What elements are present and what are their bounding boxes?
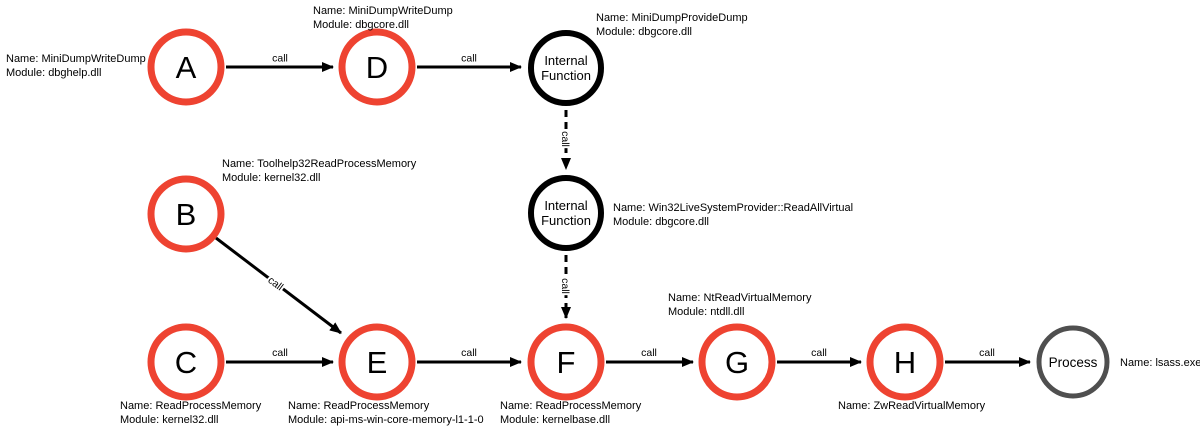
node-a-circle — [147, 28, 225, 106]
node-b: B — [147, 175, 225, 253]
node-d-annotation-name: Name: MiniDumpWriteDump — [313, 5, 453, 17]
node-a-annotation-name: Name: MiniDumpWriteDump — [6, 53, 146, 65]
node-f-label: F — [557, 345, 576, 380]
node-d-annotation-module: Module: dbgcore.dll — [313, 19, 409, 31]
node-c-label: C — [175, 345, 197, 380]
node-d-circle — [338, 28, 416, 106]
node-a-annotation-module: Module: dbghelp.dll — [6, 67, 101, 79]
node-h: H — [866, 323, 944, 401]
node-g-annotation-module: Module: ntdll.dll — [668, 306, 744, 318]
edge-g-h: call — [777, 345, 862, 367]
node-d-label: D — [366, 50, 388, 85]
node-d: D — [338, 28, 416, 106]
node-internal-function-1-annotation-name: Name: MiniDumpProvideDump — [596, 12, 748, 24]
node-e-annotation-module: Module: api-ms-win-core-memory-l1-1-0 — [288, 414, 484, 426]
edge-h-process: call — [945, 345, 1031, 367]
node-internal-function-2-annotation-name: Name: Win32LiveSystemProvider::ReadAllVi… — [613, 202, 853, 214]
node-f: F — [527, 323, 605, 401]
edges: call call call call call call call — [215, 51, 1031, 367]
edge-e-f-call-label: call — [461, 347, 477, 359]
node-process-label: Process — [1049, 355, 1098, 370]
node-c-annotation-name: Name: ReadProcessMemory — [120, 400, 262, 412]
node-h-label: H — [894, 345, 916, 380]
node-process-annotation-name: Name: lsass.exe — [1120, 357, 1200, 369]
edge-h-process-call-label: call — [979, 347, 995, 359]
node-b-label: B — [176, 197, 197, 232]
edge-if1-if2: call — [557, 110, 573, 170]
edge-d-if1-call-label: call — [461, 53, 477, 65]
node-a-label: A — [176, 50, 197, 85]
edge-d-if1: call — [417, 51, 522, 72]
node-b-annotation-module: Module: kernel32.dll — [222, 172, 320, 184]
edge-e-f: call — [417, 345, 522, 367]
node-f-annotation-name: Name: ReadProcessMemory — [500, 400, 642, 412]
edge-if1-if2-call-label: call — [559, 131, 571, 147]
node-g-annotation-name: Name: NtReadVirtualMemory — [668, 292, 812, 304]
edge-f-g: call — [606, 345, 694, 367]
edge-b-e: call — [215, 236, 342, 335]
edge-g-h-call-label: call — [811, 347, 827, 359]
edge-c-e: call — [226, 345, 334, 367]
node-h-circle — [866, 323, 944, 401]
node-internal-function-1: Internal Function — [528, 30, 604, 106]
node-e-label: E — [367, 345, 388, 380]
node-g-circle — [698, 323, 776, 401]
edge-f-g-call-label: call — [641, 347, 657, 359]
node-f-annotation-module: Module: kernelbase.dll — [500, 414, 610, 426]
annotations: Name: MiniDumpWriteDump Module: dbghelp.… — [6, 5, 1200, 426]
node-c-circle — [147, 323, 225, 401]
node-g: G — [698, 323, 776, 401]
node-f-circle — [527, 323, 605, 401]
node-internal-function-2-circle — [528, 175, 604, 251]
node-c-annotation-module: Module: kernel32.dll — [120, 414, 218, 426]
node-internal-function-1-label-line1: Internal — [544, 53, 587, 68]
edge-if2-f-call-label: call — [559, 278, 571, 294]
node-process: Process — [1036, 325, 1110, 399]
edge-if2-f: call — [557, 255, 573, 319]
node-b-circle — [147, 175, 225, 253]
node-e: E — [338, 323, 416, 401]
node-c: C — [147, 323, 225, 401]
node-internal-function-2-label-line1: Internal — [544, 198, 587, 213]
node-g-label: G — [725, 345, 749, 380]
node-internal-function-2-label-line2: Function — [541, 213, 591, 228]
node-h-annotation-name: Name: ZwReadVirtualMemory — [838, 400, 986, 412]
node-b-annotation-name: Name: Toolhelp32ReadProcessMemory — [222, 158, 417, 170]
node-internal-function-1-annotation-module: Module: dbgcore.dll — [596, 26, 692, 38]
node-e-annotation-name: Name: ReadProcessMemory — [288, 400, 430, 412]
node-e-circle — [338, 323, 416, 401]
edge-c-e-call-label: call — [272, 347, 288, 359]
node-process-circle — [1036, 325, 1110, 399]
edge-a-d: call — [226, 51, 334, 72]
node-internal-function-1-label-line2: Function — [541, 68, 591, 83]
edge-a-d-call-label: call — [272, 53, 288, 65]
edge-b-e-line — [215, 236, 342, 335]
node-internal-function-1-circle — [528, 30, 604, 106]
node-internal-function-2: Internal Function — [528, 175, 604, 251]
node-a: A — [147, 28, 225, 106]
node-internal-function-2-annotation-module: Module: dbgcore.dll — [613, 216, 709, 228]
